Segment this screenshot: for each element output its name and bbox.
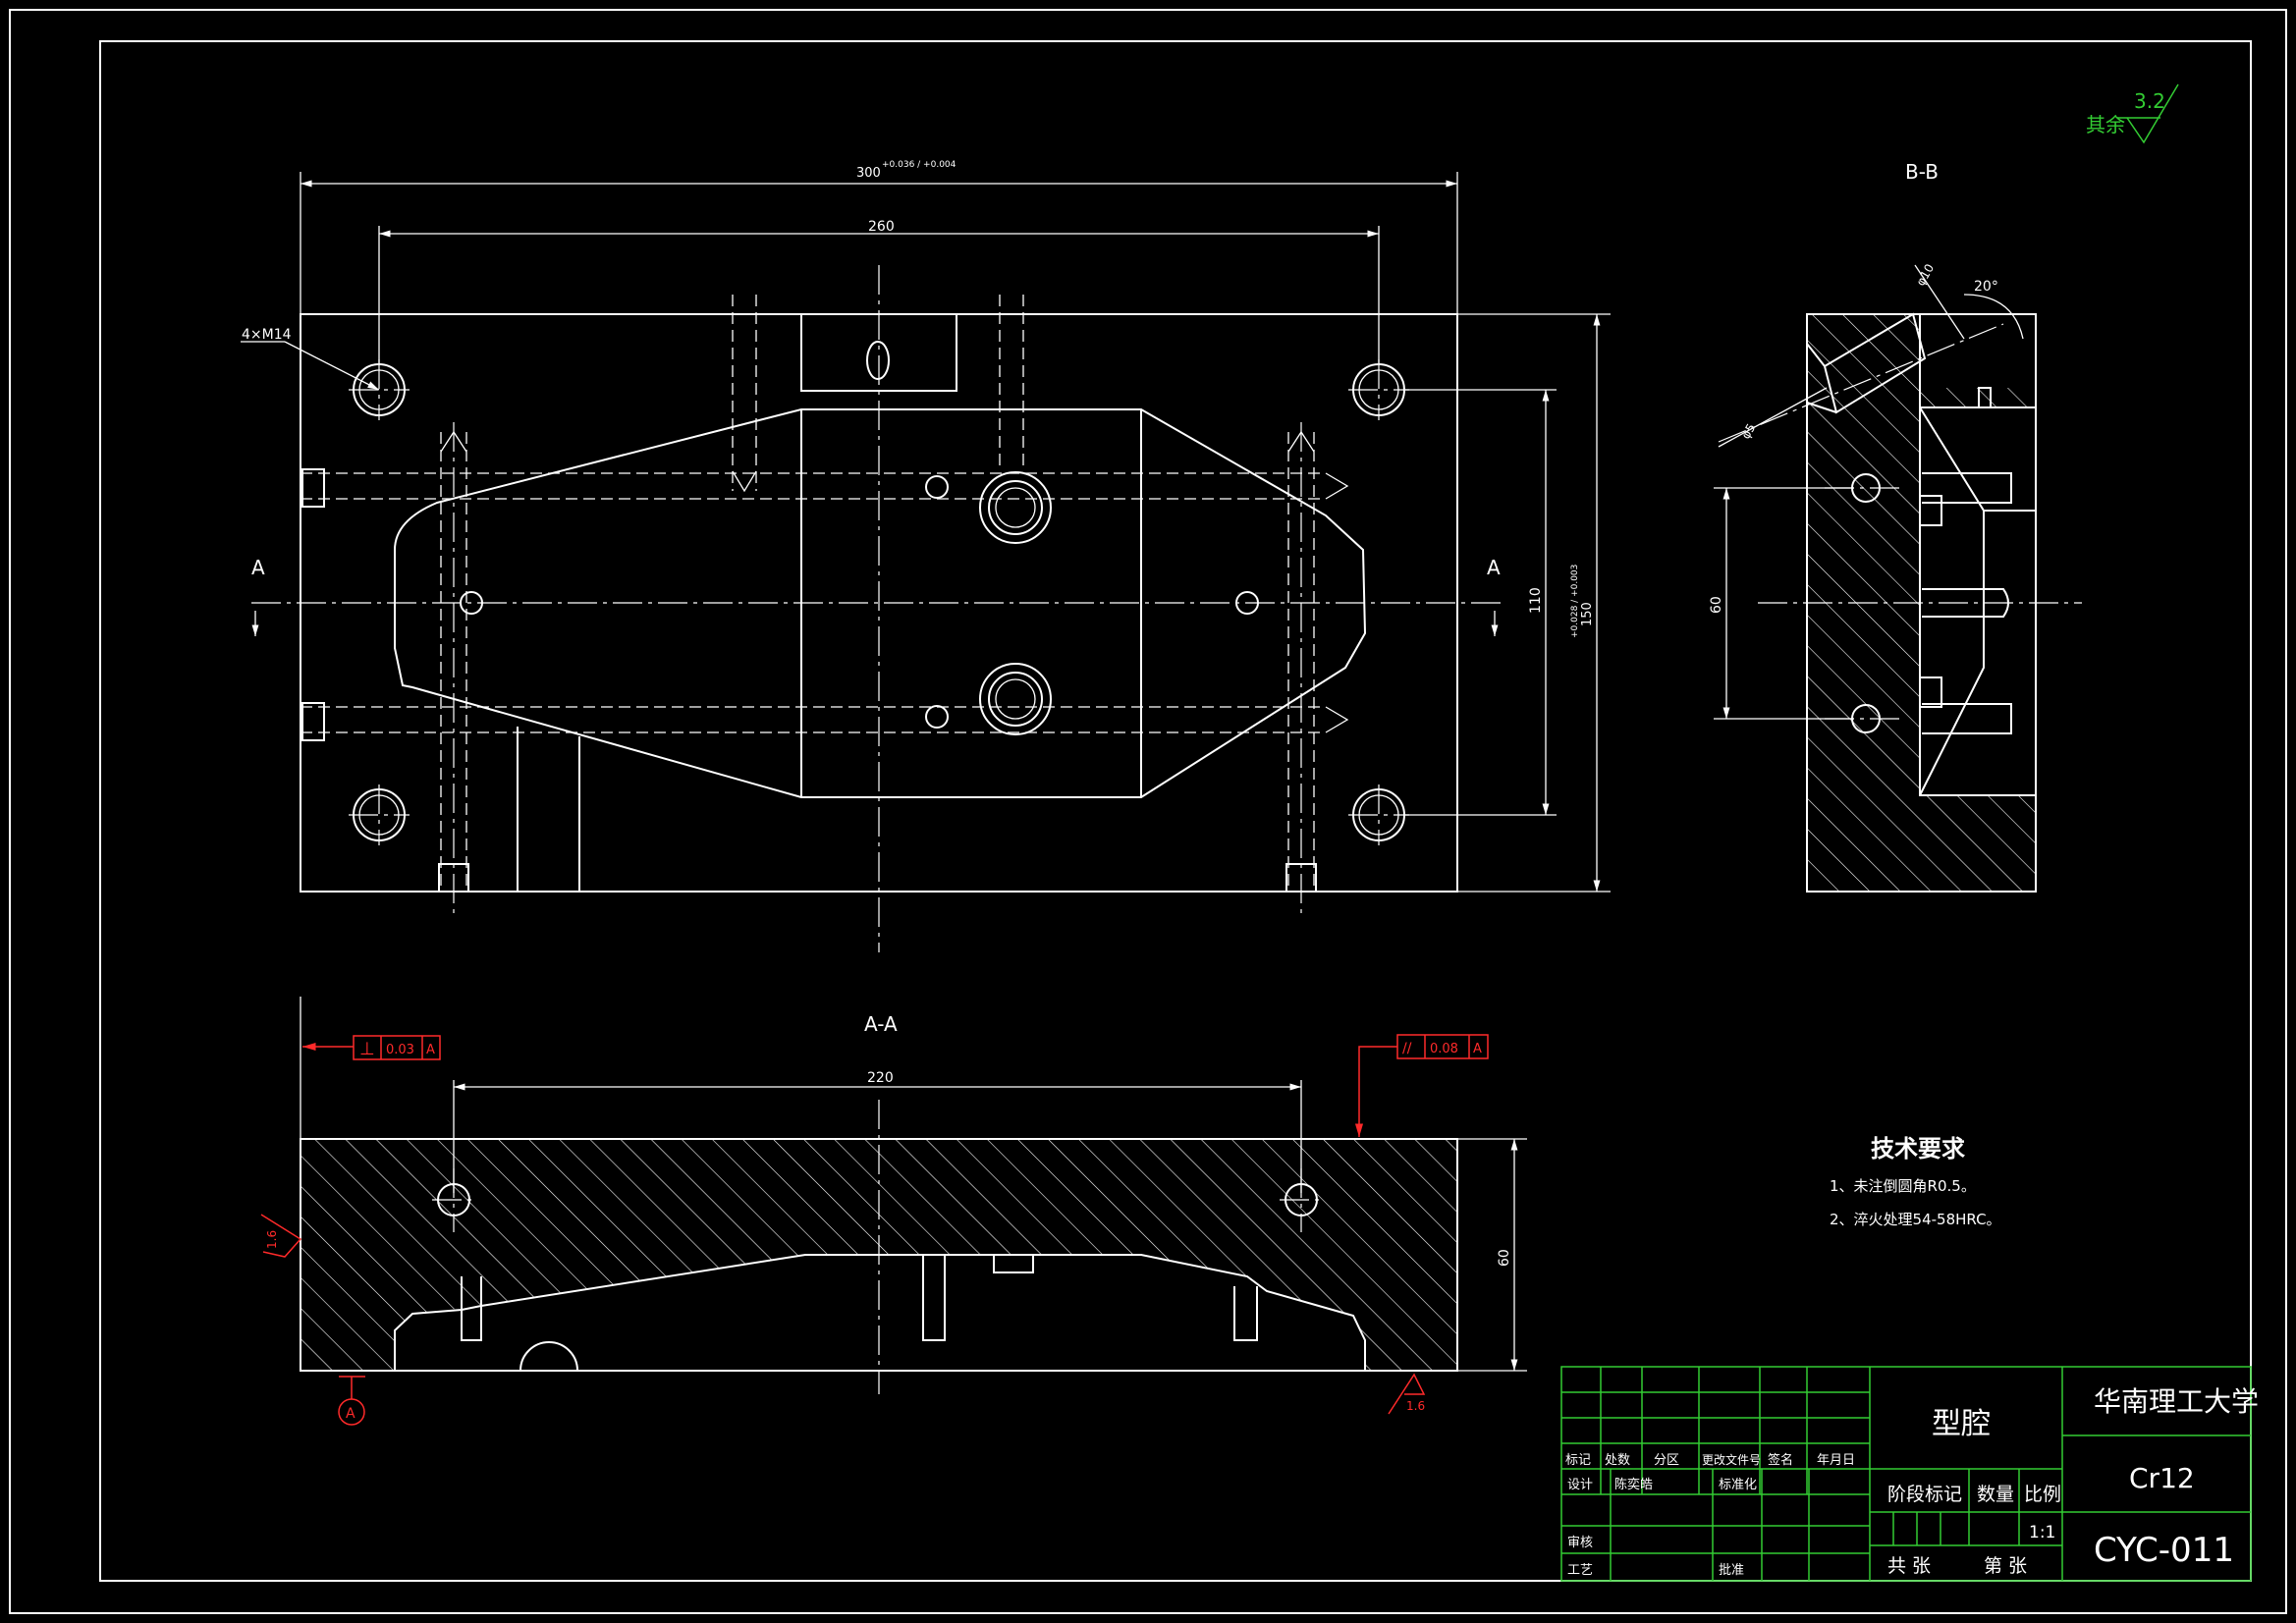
cut-marker-left: A [251,556,265,636]
tb-designer: 陈奕皓 [1614,1477,1653,1492]
svg-text:年月日: 年月日 [1817,1453,1855,1468]
tb-total-sheets: 共 张 [1887,1555,1931,1577]
plan-cavity-outline [394,408,1367,798]
cut-marker-right: A [1487,556,1501,636]
parallelism-frame: // 0.08 A [1354,1034,1489,1137]
para-datum: A [1473,1042,1482,1056]
perp-value: 0.03 [386,1043,414,1057]
dim-hole-spacing: 260 [868,219,895,235]
svg-text:处数: 处数 [1605,1453,1630,1468]
tb-standardization: 标准化 [1719,1478,1757,1492]
dim-overall-height-tol: +0.028 / +0.003 [1570,565,1580,638]
perp-datum: A [426,1043,435,1057]
para-symbol: // [1402,1041,1412,1056]
tb-quantity: 数量 [1977,1484,2014,1505]
datum-label: A [346,1406,355,1422]
tech-requirements: 技术要求 1、未注倒圆角R0.5。 2、淬火处理54-58HRC。 [1830,1135,2001,1228]
sprue-bushing-bottom [979,663,1052,735]
tb-process: 工艺 [1567,1563,1593,1578]
revision-grid [1561,1367,1870,1581]
surface-finish-symbol: 其余 3.2 [2086,83,2179,144]
perpendicularity-frame: ⊥ 0.03 A [302,1035,441,1060]
tb-school: 华南理工大学 [2094,1385,2259,1418]
datum-a: A [338,1376,365,1426]
tb-part-name: 型腔 [1932,1407,1991,1441]
title-block: 标记 处数 分区 更改文件号 签名 年月日 设计 陈奕皓 标准化 审核 工艺 批… [1560,1366,2259,1582]
tech-req-item-1: 1、未注倒圆角R0.5。 [1830,1177,1976,1195]
tb-ratio: 比例 [2024,1484,2061,1505]
tech-req-item-2: 2、淬火处理54-58HRC。 [1830,1211,2001,1228]
section-aa-label: A-A [864,1012,898,1036]
section-bb-view: B-B [1718,160,2082,893]
para-value: 0.08 [1430,1042,1458,1056]
tb-stage-mark: 阶段标记 [1887,1484,1962,1505]
dim-bb-angle: 20° [1974,279,1998,295]
plan-view [251,265,1503,952]
dim-bb-dia1: φ10 [1913,261,1937,288]
section-aa-dimensions: 220 60 [300,997,1527,1372]
drawing-frame [99,40,2252,1582]
svg-text:A: A [1487,556,1501,579]
section-bb-hatch [1807,314,2036,892]
section-bb-label: B-B [1905,160,1939,184]
roughness-left: 1.6 [260,1214,302,1258]
svg-text:分区: 分区 [1654,1453,1679,1468]
dim-hole-vertical: 110 [1528,587,1544,614]
dim-hole-spec: 4×M14 [242,327,292,343]
tb-review: 审核 [1567,1536,1593,1550]
dim-overall-height: 150 [1580,602,1595,626]
svg-text:1.6: 1.6 [1406,1399,1425,1413]
tb-material: Cr12 [2129,1462,2195,1494]
tb-approve: 批准 [1719,1563,1744,1578]
roughness-bottom: 1.6 [1388,1373,1426,1415]
dim-bb-height: 60 [1709,596,1724,614]
dim-bb-dia2: φ5 [1738,421,1758,441]
dim-overall-width: 300 [856,166,881,181]
dim-section-hole-spacing: 220 [867,1070,894,1086]
svg-text:签名: 签名 [1768,1452,1793,1468]
svg-text:1.6: 1.6 [265,1230,279,1249]
perp-symbol: ⊥ [359,1039,375,1059]
dim-overall-width-tol: +0.036 / +0.004 [882,160,957,170]
svg-text:A: A [251,556,265,579]
sprue-bushing-top [979,471,1052,544]
tech-req-title: 技术要求 [1871,1135,1965,1163]
tb-scale: 1:1 [2029,1523,2055,1542]
outer-border [9,9,2287,1614]
svg-text:更改文件号: 更改文件号 [1702,1452,1761,1467]
surface-finish-label: 其余 [2086,113,2125,136]
svg-text:标记: 标记 [1565,1453,1591,1468]
dim-thickness: 60 [1497,1249,1512,1267]
plan-dimensions: 300 +0.036 / +0.004 260 4×M14 110 150 +0… [241,160,1611,893]
surface-finish-value: 3.2 [2134,89,2165,113]
tb-drawing-no: CYC-011 [2094,1531,2234,1570]
tb-sheet-no: 第 张 [1984,1555,2027,1577]
tb-design: 设计 [1567,1478,1593,1492]
